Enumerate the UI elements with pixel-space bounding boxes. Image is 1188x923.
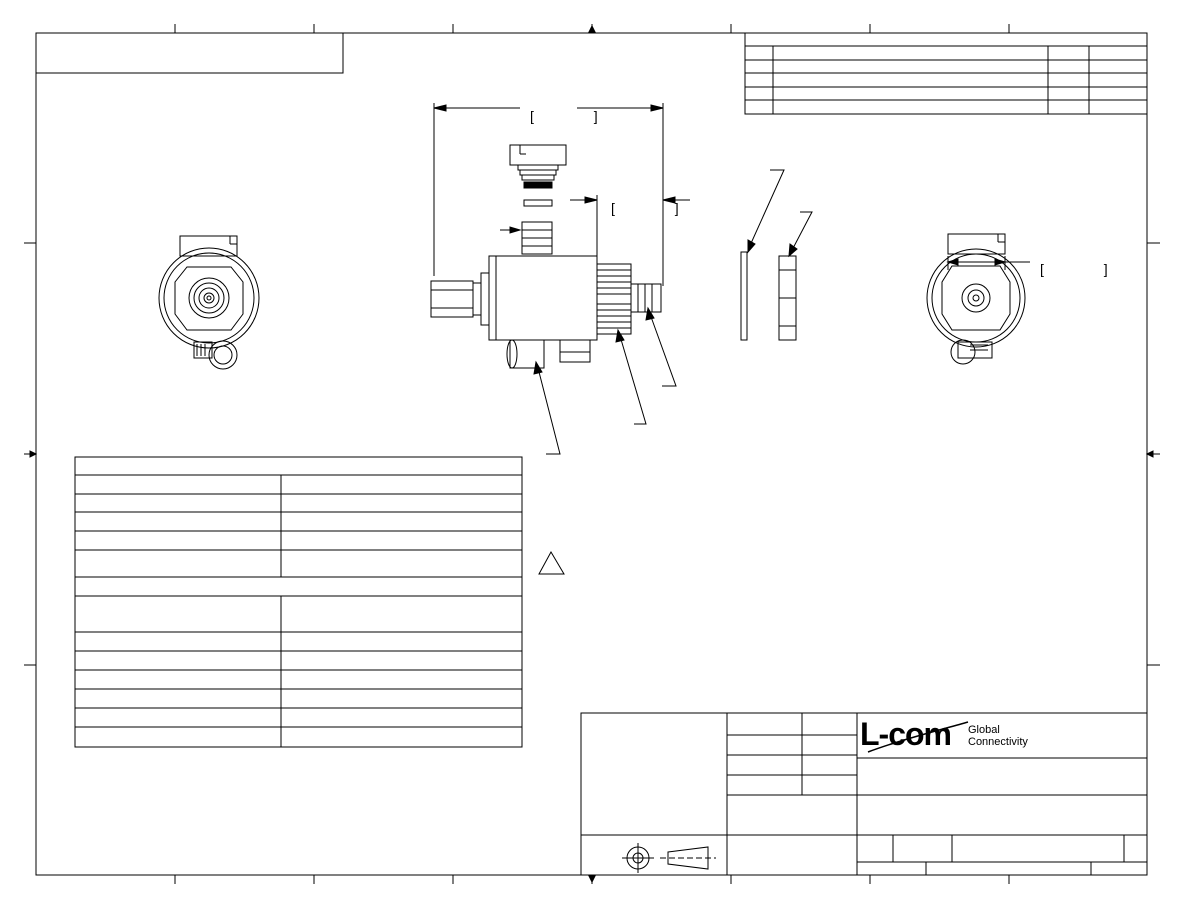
washer-and-nut bbox=[740, 169, 813, 341]
zone-ticks bbox=[24, 24, 1160, 884]
logo-tagline-line2: Connectivity bbox=[968, 736, 1028, 748]
dimension-overall-length: [ ] bbox=[530, 108, 626, 124]
top-left-title-box bbox=[35, 32, 344, 74]
right-end-view bbox=[926, 233, 1030, 365]
title-block bbox=[580, 712, 1148, 876]
company-logo: L-com Global Connectivity bbox=[858, 716, 1058, 756]
third-angle-projection-icon bbox=[622, 843, 716, 873]
logo-brand: L-com bbox=[860, 716, 952, 752]
logo-swoosh bbox=[867, 721, 969, 753]
specification-table bbox=[74, 456, 523, 748]
warning-triangle-icon bbox=[538, 550, 565, 575]
logo-tagline-line1: Global bbox=[968, 724, 1000, 736]
dimension-end-view-width: [ ] bbox=[1040, 261, 1136, 277]
left-end-view bbox=[158, 235, 260, 370]
revision-table bbox=[744, 32, 1148, 115]
main-side-view bbox=[430, 103, 690, 455]
dimension-connector-length: [ ] bbox=[611, 200, 707, 216]
